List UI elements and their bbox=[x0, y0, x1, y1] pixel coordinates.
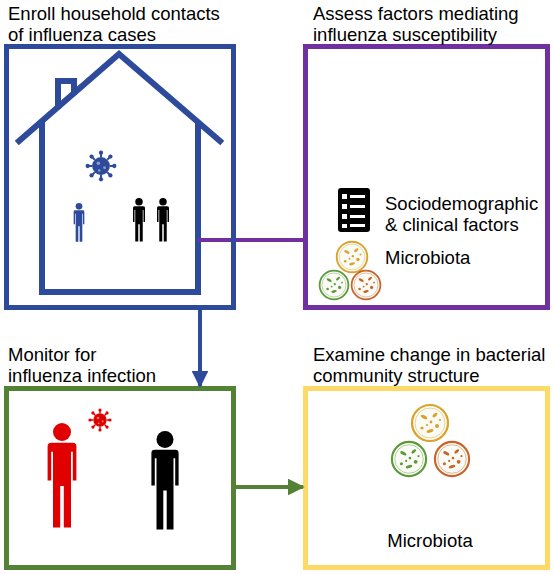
house-outline bbox=[19, 54, 220, 292]
link-line bbox=[198, 238, 232, 242]
petri-dish bbox=[392, 442, 426, 476]
box-text: Microbiota bbox=[385, 247, 543, 268]
box-text: Microbiota bbox=[330, 530, 530, 551]
box-text: Sociodemographic & clinical factors bbox=[385, 193, 545, 236]
questionnaire-icon bbox=[338, 188, 370, 232]
petri-dish bbox=[352, 271, 381, 300]
process-box: Assess factors mediating influenza susce… bbox=[303, 44, 550, 310]
process-box: Examine change in bacterial community st… bbox=[303, 386, 550, 570]
box-heading: Examine change in bacterial community st… bbox=[313, 344, 549, 387]
flow-arrow bbox=[236, 485, 303, 489]
petri-dish bbox=[337, 242, 368, 273]
person-icon bbox=[133, 198, 145, 242]
process-box: Monitor for influenza infection bbox=[4, 386, 236, 570]
person-icon bbox=[157, 198, 169, 242]
box-heading: Assess factors mediating influenza susce… bbox=[313, 3, 549, 46]
process-box: Enroll household contacts of influenza c… bbox=[4, 44, 236, 310]
flow-arrow bbox=[198, 310, 202, 386]
box-heading: Enroll household contacts of influenza c… bbox=[8, 3, 233, 46]
person-icon bbox=[74, 203, 85, 242]
person-icon bbox=[48, 423, 77, 527]
link-line bbox=[236, 238, 303, 242]
petri-dish bbox=[435, 442, 469, 476]
petri-dish bbox=[320, 271, 349, 300]
virus-icon bbox=[88, 408, 111, 431]
box-heading: Monitor for influenza infection bbox=[8, 344, 168, 387]
petri-dish bbox=[412, 405, 448, 441]
person-icon bbox=[151, 431, 178, 530]
virus-icon bbox=[86, 151, 117, 182]
